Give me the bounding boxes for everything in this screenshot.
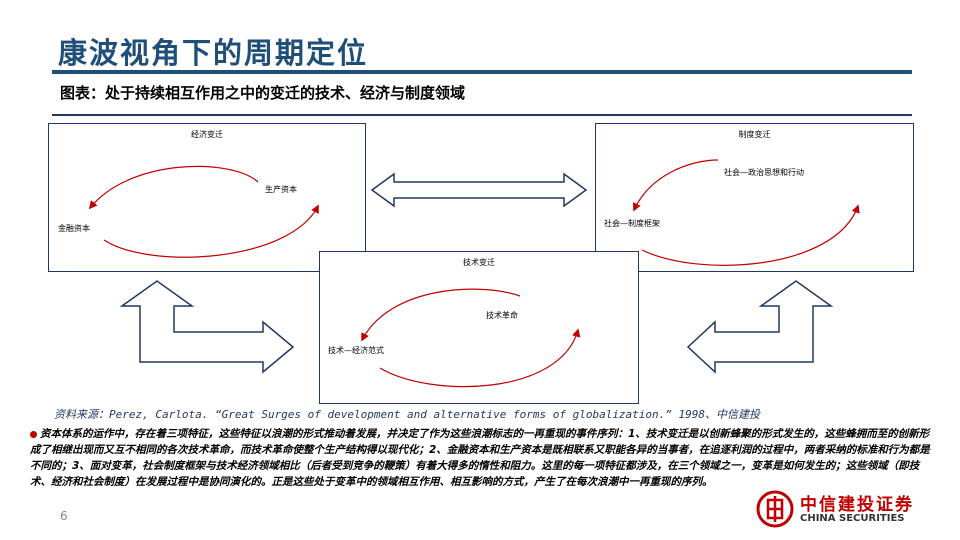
tech-revolution-label: 技术革命 — [486, 311, 518, 320]
productive-capital-label: 生产资本 — [265, 185, 297, 194]
page-number: 6 — [60, 509, 68, 523]
citic-emblem-icon — [756, 490, 794, 528]
techno-economic-paradigm-label: 技术—经济范式 — [328, 346, 384, 355]
bent-arrow-right — [686, 280, 834, 374]
caption-rule — [52, 114, 912, 116]
econ-cycle-lower-arrow — [103, 204, 319, 258]
page-title: 康波视角下的周期定位 — [58, 36, 369, 70]
socio-institutional-label: 社会—制度框架 — [604, 219, 660, 228]
econ-cycle-upper-arrow — [88, 165, 259, 210]
tech-cycle-upper-arrow — [361, 288, 521, 342]
institutional-change-box: 制度变迁 社会—政治思想和行动 社会—制度框架 — [595, 123, 914, 272]
economic-change-box: 经济变迁 生产资本 金融资本 — [48, 123, 366, 272]
economic-change-title: 经济变迁 — [191, 130, 223, 139]
inst-cycle-lower-arrow — [641, 204, 860, 266]
logo-english-name: CHINA SECURITIES — [800, 513, 905, 524]
double-arrow-economy-institution — [370, 172, 588, 208]
title-rule — [52, 70, 912, 74]
financial-capital-label: 金融资本 — [58, 224, 90, 233]
summary-paragraph: 资本体系的运作中，存在着三项特征，这些特征以浪潮的形式推动着发展，并决定了作为这… — [30, 428, 930, 488]
inst-cycle-upper-arrow — [632, 159, 719, 212]
technology-change-box: 技术变迁 技术革命 技术—经济范式 — [319, 251, 639, 404]
institutional-change-title: 制度变迁 — [738, 130, 771, 139]
source-note: 资料来源：Perez, Carlota. “Great Surges of de… — [54, 408, 761, 421]
bullet-icon — [30, 431, 37, 438]
logo-chinese-name: 中信建投证券 — [800, 495, 914, 515]
bent-arrow-left — [119, 280, 295, 374]
technology-change-title: 技术变迁 — [463, 258, 495, 267]
socio-political-label: 社会—政治思想和行动 — [724, 168, 804, 177]
tech-cycle-lower-arrow — [379, 328, 581, 388]
company-logo: 中信建投证券 CHINA SECURITIES — [756, 490, 926, 530]
figure-caption: 图表：处于持续相互作用之中的变迁的技术、经济与制度领域 — [60, 84, 466, 102]
